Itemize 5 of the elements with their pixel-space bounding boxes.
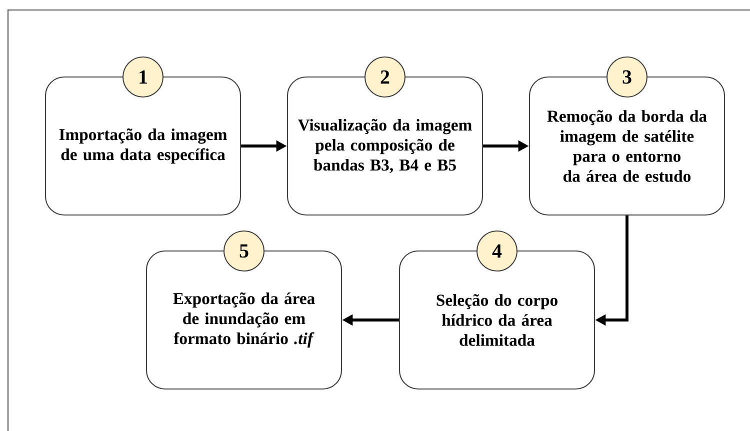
step-number: 2 xyxy=(364,56,406,98)
step-number: 4 xyxy=(476,230,518,272)
step-number: 5 xyxy=(223,230,265,272)
step-number: 3 xyxy=(606,56,648,98)
step-number: 1 xyxy=(122,56,164,98)
